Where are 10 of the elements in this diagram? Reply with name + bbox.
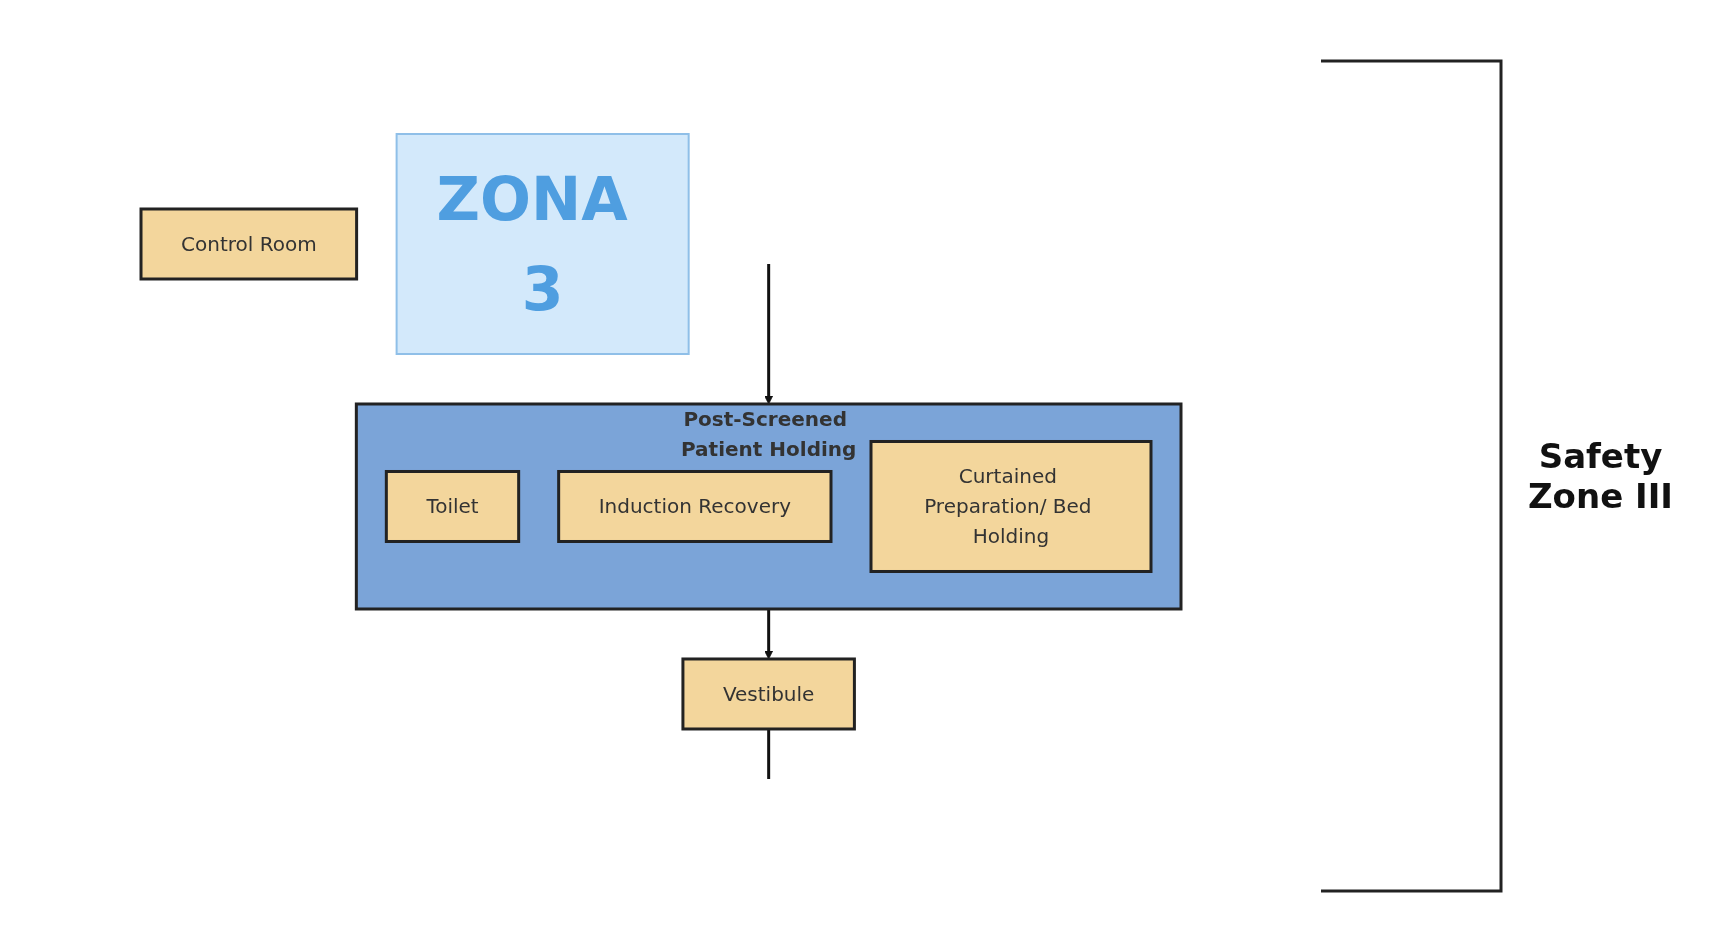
node-box: Induction Recovery — [556, 469, 832, 543]
zone-label: Safety Zone III — [1526, 436, 1675, 516]
node-box: Curtained Preparation/ Bed Holding — [869, 439, 1152, 573]
node-box: Vestibule — [680, 657, 856, 730]
arrow — [763, 608, 773, 659]
arrow — [763, 263, 773, 404]
node-box: Control Room — [139, 207, 358, 280]
node-box: Toilet — [384, 469, 520, 543]
node-box: ZONA 3 — [395, 132, 690, 355]
connector — [766, 728, 770, 779]
